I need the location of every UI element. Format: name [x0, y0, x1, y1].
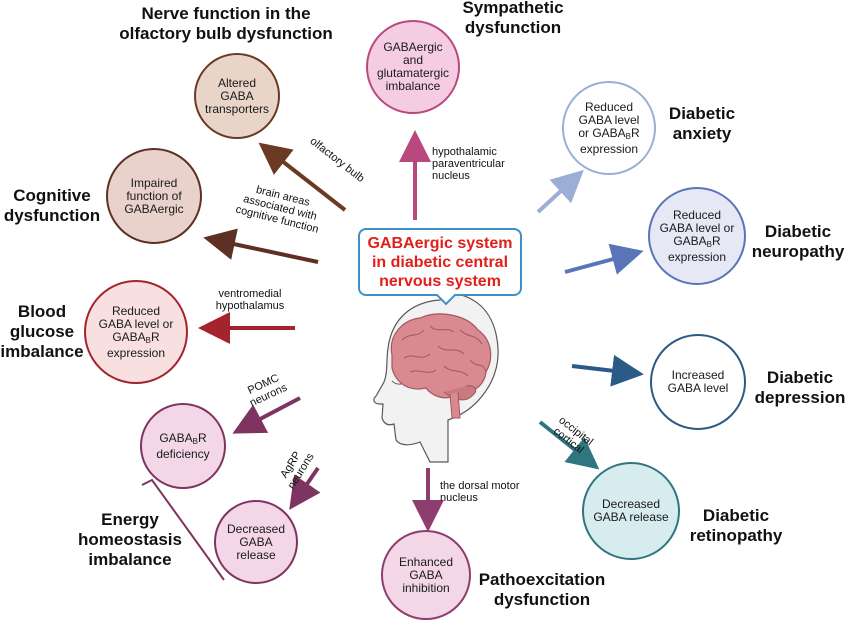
node-sympathetic-text: GABAergic and glutamatergic imbalance — [376, 40, 450, 93]
condition-cognitive: Cognitive dysfunction — [3, 186, 101, 225]
node-pomc-text: GABABR deficiency — [156, 430, 210, 461]
arrow-olfactory — [258, 142, 347, 212]
condition-depression: Diabetic depression — [754, 368, 846, 407]
condition-neuropathy: Diabetic neuropathy — [751, 222, 845, 261]
node-anxiety-text: Reduced GABA level or GABABR expression — [578, 99, 640, 156]
condition-olfactory: Nerve function in the olfactory bulb dys… — [119, 4, 333, 43]
node-agrp-text: Decreased GABA release — [226, 521, 286, 562]
node-retinopathy-text: Decreased GABA release — [593, 497, 669, 524]
condition-retinopathy: Diabetic retinopathy — [689, 506, 783, 545]
condition-energy: Energy homeostasis imbalance — [78, 510, 182, 569]
node-pathoexcitation: Enhanced GABA inhibition — [381, 530, 471, 620]
node-agrp: Decreased GABA release — [214, 500, 298, 584]
condition-sympathetic: Sympathetic dysfunction — [462, 0, 564, 37]
condition-anxiety: Diabetic anxiety — [668, 104, 736, 143]
condition-pathoexcitation: Pathoexcitation dysfunction — [478, 570, 606, 609]
node-anxiety: Reduced GABA level or GABABR expression — [562, 81, 656, 175]
brain-icon — [390, 313, 492, 399]
arrow-pomc — [232, 396, 301, 434]
brainstem — [449, 391, 461, 419]
node-olfactory-text: Altered GABA transporters — [204, 75, 270, 116]
arrow-depression — [571, 354, 644, 387]
central-title: GABAergic system in diabetic central ner… — [367, 234, 513, 290]
node-retinopathy: Decreased GABA release — [582, 462, 680, 560]
arrow-neuropathy — [564, 243, 644, 275]
node-depression: Increased GABA level — [650, 334, 746, 430]
region-glucose: ventromedial hypothalamus — [215, 288, 285, 312]
region-sympathetic: hypothalamic paraventricular nucleus — [432, 146, 505, 182]
node-glucose: Reduced GABA level or GABABR expression — [84, 280, 188, 384]
node-cognitive-text: Impaired function of GABAergic — [124, 175, 184, 216]
central-title-box: GABAergic system in diabetic central ner… — [358, 228, 522, 296]
node-olfactory: Altered GABA transporters — [194, 53, 280, 139]
node-neuropathy: Reduced GABA level or GABABR expression — [648, 187, 746, 285]
central-box-pointer — [436, 294, 456, 306]
head-illustration — [373, 293, 499, 463]
arrow-anxiety — [536, 169, 584, 214]
condition-glucose: Blood glucose imbalance — [0, 302, 84, 361]
arrow-retinopathy — [538, 420, 600, 470]
arrow-cognitive — [203, 228, 319, 264]
node-cognitive: Impaired function of GABAergic — [106, 148, 202, 244]
node-neuropathy-text: Reduced GABA level or GABABR expression — [659, 207, 735, 264]
node-depression-text: Increased GABA level — [667, 368, 729, 395]
arrow-agrp — [289, 466, 321, 510]
brain-folds — [401, 325, 487, 377]
node-pomc: GABABR deficiency — [140, 403, 226, 489]
region-pathoexcitation: the dorsal motor nucleus — [440, 480, 520, 504]
node-sympathetic: GABAergic and glutamatergic imbalance — [366, 20, 460, 114]
node-pathoexcitation-text: Enhanced GABA inhibition — [398, 554, 454, 595]
node-glucose-text: Reduced GABA level or GABABR expression — [98, 303, 174, 360]
energy-bracket — [141, 478, 225, 581]
